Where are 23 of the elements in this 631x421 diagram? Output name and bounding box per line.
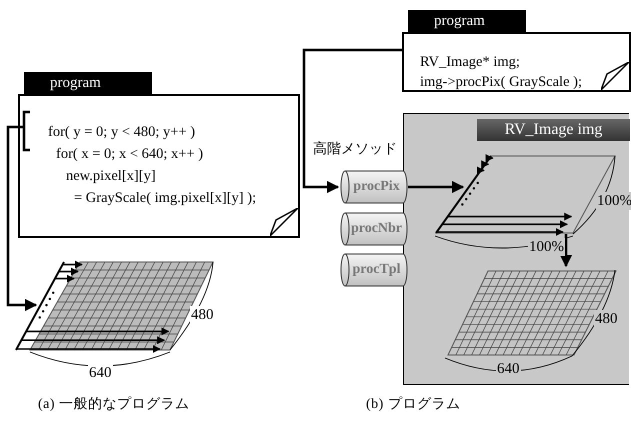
code-line: for( x = 0; x < 640; x++ )	[56, 145, 204, 164]
section-label: 高階メソッド	[313, 141, 397, 159]
code-line: = GrayScale( img.pixel[x][y] );	[74, 189, 256, 208]
title-tab: program	[408, 10, 526, 32]
title-bar: RV_Image img	[477, 119, 630, 141]
method-cylinder: procNbr	[340, 212, 408, 246]
arrow	[560, 234, 572, 268]
arrow	[6, 110, 38, 312]
code-line: new.pixel[x][y]	[66, 167, 156, 186]
arrow	[302, 48, 402, 194]
object-panel	[403, 113, 629, 385]
code-line: img->procPix( GrayScale );	[420, 73, 582, 92]
arrow	[408, 180, 464, 194]
dimension-label: 480	[594, 310, 618, 328]
method-cylinder: procTpl	[340, 253, 408, 287]
method-cylinder: procPix	[340, 170, 408, 204]
dimension-label: 100%	[528, 238, 565, 256]
subcaption: (a) 一般的なプログラム	[38, 396, 190, 414]
subcaption: (b) プログラム	[366, 396, 460, 414]
code-line: RV_Image* img;	[420, 53, 520, 72]
title-tab: program	[24, 72, 152, 94]
dimension-label: 480	[190, 306, 214, 324]
code-line: for( y = 0; y < 480; y++ )	[48, 123, 196, 142]
